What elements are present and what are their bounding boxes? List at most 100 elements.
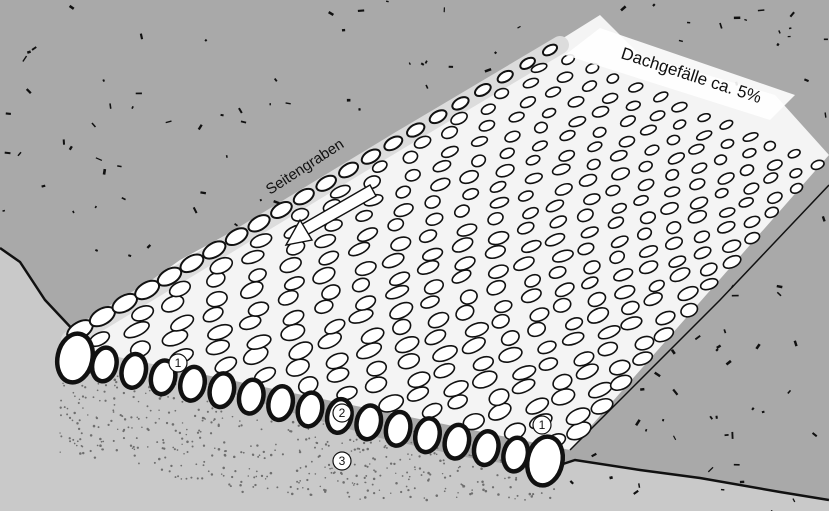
gravel-dot bbox=[363, 442, 365, 444]
gravel-dot bbox=[114, 385, 116, 387]
ground-speck bbox=[347, 99, 351, 102]
gravel-dot bbox=[78, 428, 80, 430]
ground-speck bbox=[824, 38, 828, 40]
gravel-dot bbox=[99, 438, 102, 441]
ground-speck bbox=[740, 481, 744, 484]
gravel-dot bbox=[233, 456, 236, 459]
gravel-dot bbox=[104, 400, 106, 402]
ground-speck bbox=[721, 489, 725, 491]
gravel-dot bbox=[414, 487, 416, 489]
gravel-dot bbox=[341, 442, 343, 444]
gravel-dot bbox=[99, 400, 101, 402]
gravel-dot bbox=[132, 396, 134, 398]
ground-speck bbox=[449, 66, 453, 68]
gravel-dot bbox=[470, 455, 472, 457]
gravel-dot bbox=[370, 442, 372, 444]
ground-speck bbox=[687, 22, 690, 24]
gravel-dot bbox=[298, 425, 300, 427]
gravel-dot bbox=[257, 456, 259, 458]
gravel-dot bbox=[477, 481, 479, 483]
gravel-dot bbox=[311, 461, 313, 463]
ground-speck bbox=[715, 416, 717, 419]
gravel-dot bbox=[73, 412, 75, 414]
gravel-dot bbox=[169, 470, 171, 472]
gravel-dot bbox=[356, 439, 358, 441]
gravel-dot bbox=[124, 418, 126, 420]
gravel-dot bbox=[248, 475, 250, 477]
gravel-dot bbox=[320, 486, 322, 488]
ground-speck bbox=[734, 16, 740, 19]
gravel-dot bbox=[379, 440, 380, 441]
gravel-dot bbox=[359, 451, 360, 452]
gravel-dot bbox=[337, 480, 339, 482]
gravel-dot bbox=[67, 408, 69, 410]
gravel-dot bbox=[134, 449, 136, 451]
gravel-dot bbox=[146, 428, 148, 430]
gravel-dot bbox=[299, 451, 301, 453]
gravel-dot bbox=[223, 441, 225, 443]
gravel-dot bbox=[168, 412, 170, 414]
gravel-dot bbox=[202, 420, 204, 422]
gravel-dot bbox=[308, 437, 310, 439]
gravel-dot bbox=[181, 401, 183, 403]
gravel-dot bbox=[162, 439, 164, 441]
gravel-dot bbox=[504, 478, 506, 480]
gravel-dot bbox=[356, 483, 358, 485]
gravel-dot bbox=[96, 417, 98, 419]
gravel-dot bbox=[231, 476, 233, 478]
gravel-dot bbox=[182, 422, 183, 423]
gravel-dot bbox=[137, 447, 139, 449]
gravel-dot bbox=[414, 469, 415, 470]
gravel-dot bbox=[255, 476, 257, 478]
gravel-dot bbox=[369, 463, 370, 464]
gravel-dot bbox=[82, 452, 84, 454]
gravel-dot bbox=[307, 488, 309, 490]
gravel-dot bbox=[372, 484, 374, 486]
gravel-dot bbox=[325, 443, 327, 445]
gravel-dot bbox=[276, 486, 278, 488]
gravel-dot bbox=[69, 440, 71, 442]
gravel-dot bbox=[333, 472, 335, 474]
gravel-dot bbox=[76, 422, 78, 424]
gravel-dot bbox=[323, 423, 324, 424]
gravel-dot bbox=[427, 472, 430, 475]
gravel-dot bbox=[114, 378, 117, 381]
gravel-dot bbox=[472, 466, 474, 468]
gravel-dot bbox=[81, 385, 83, 387]
gravel-dot bbox=[306, 479, 308, 481]
gravel-dot bbox=[110, 420, 112, 422]
gravel-dot bbox=[85, 397, 87, 399]
gravel-dot bbox=[298, 482, 300, 484]
gravel-dot bbox=[159, 397, 162, 400]
gravel-dot bbox=[191, 441, 193, 443]
gravel-dot bbox=[290, 486, 292, 488]
gravel-dot bbox=[515, 479, 517, 481]
gravel-dot bbox=[82, 395, 84, 397]
gravel-dot bbox=[198, 409, 200, 411]
ground-speck bbox=[731, 432, 733, 439]
gravel-dot bbox=[252, 486, 254, 488]
gravel-dot bbox=[158, 458, 161, 461]
ground-speck bbox=[63, 139, 65, 144]
gravel-dot bbox=[223, 475, 225, 477]
gravel-dot bbox=[213, 420, 214, 421]
gravel-dot bbox=[230, 485, 232, 487]
ground-speck bbox=[269, 103, 270, 105]
gravel-dot bbox=[352, 482, 354, 484]
marker-1-right-label: 1 bbox=[539, 418, 546, 432]
gravel-dot bbox=[84, 386, 86, 388]
gravel-dot bbox=[379, 475, 381, 477]
gravel-dot bbox=[238, 425, 240, 427]
gravel-dot bbox=[331, 468, 333, 470]
gravel-dot bbox=[132, 447, 134, 449]
gravel-dot bbox=[302, 487, 304, 489]
ground-speck bbox=[732, 295, 739, 297]
gravel-dot bbox=[259, 454, 261, 456]
gravel-dot bbox=[113, 440, 115, 442]
gravel-dot bbox=[374, 471, 376, 473]
gravel-dot bbox=[174, 448, 176, 450]
gravel-dot bbox=[270, 454, 273, 457]
gravel-dot bbox=[240, 451, 242, 453]
gravel-dot bbox=[134, 454, 136, 456]
